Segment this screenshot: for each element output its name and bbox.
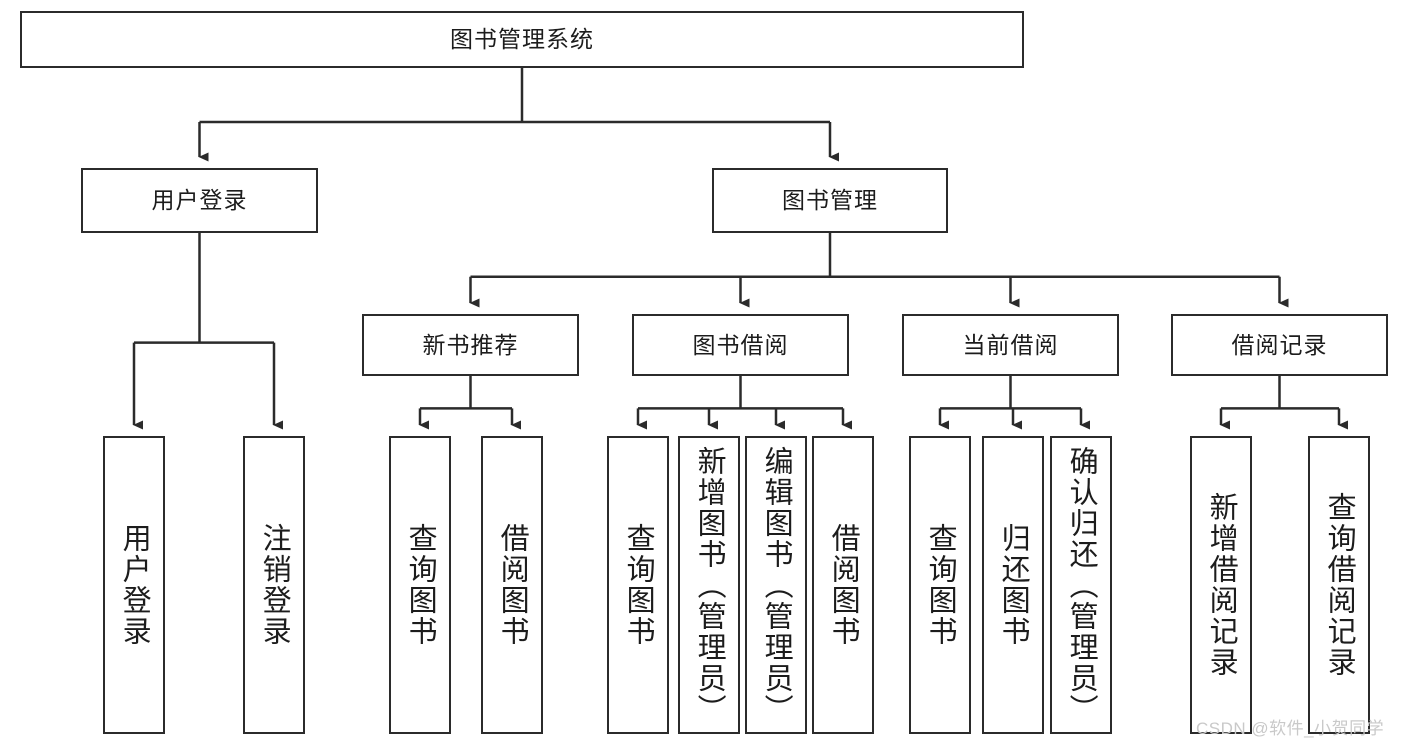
node-label: 借阅记录	[1231, 331, 1328, 358]
node-leaf-bw-add[interactable]: 新增图书（管理员）	[678, 436, 740, 734]
node-leaf-nb-query[interactable]: 查询图书	[389, 436, 451, 734]
node-label: 编辑图书（管理员）	[760, 445, 793, 725]
node-leaf-user-logout[interactable]: 注销登录	[243, 436, 305, 734]
node-label: 用户登录	[151, 187, 248, 213]
node-login[interactable]: 用户登录	[81, 168, 318, 233]
node-label: 归还图书	[997, 523, 1030, 647]
node-bookmgmt[interactable]: 图书管理	[712, 168, 948, 233]
node-borrow[interactable]: 图书借阅	[632, 314, 849, 376]
node-label: 查询图书	[622, 523, 655, 647]
node-label: 注销登录	[258, 523, 291, 647]
node-label: 当前借阅	[962, 331, 1059, 358]
node-root[interactable]: 图书管理系统	[20, 11, 1024, 68]
node-leaf-bw-query[interactable]: 查询图书	[607, 436, 669, 734]
node-leaf-user-login[interactable]: 用户登录	[103, 436, 165, 734]
node-leaf-rc-add[interactable]: 新增借阅记录	[1190, 436, 1252, 734]
node-label: 借阅图书	[827, 523, 860, 647]
node-leaf-rc-query[interactable]: 查询借阅记录	[1308, 436, 1370, 734]
node-label: 查询图书	[924, 523, 957, 647]
node-leaf-cb-return[interactable]: 归还图书	[982, 436, 1044, 734]
node-leaf-bw-edit[interactable]: 编辑图书（管理员）	[745, 436, 807, 734]
node-label: 借阅图书	[496, 523, 529, 647]
node-label: 用户登录	[118, 523, 151, 647]
node-leaf-cb-confirm[interactable]: 确认归还（管理员）	[1050, 436, 1112, 734]
node-leaf-cb-query[interactable]: 查询图书	[909, 436, 971, 734]
watermark-text: CSDN @软件_小贺同学	[1196, 719, 1385, 738]
node-leaf-bw-borrow[interactable]: 借阅图书	[812, 436, 874, 734]
node-label: 图书管理	[782, 187, 878, 213]
node-newbooks[interactable]: 新书推荐	[362, 314, 579, 376]
node-label: 新增借阅记录	[1205, 492, 1238, 678]
node-label: 新增图书（管理员）	[693, 445, 726, 725]
node-label: 查询借阅记录	[1323, 492, 1356, 678]
node-label: 图书借阅	[692, 331, 789, 358]
node-label: 确认归还（管理员）	[1065, 445, 1098, 725]
node-label: 查询图书	[404, 523, 437, 647]
node-label: 新书推荐	[422, 331, 519, 358]
node-leaf-nb-borrow[interactable]: 借阅图书	[481, 436, 543, 734]
node-current[interactable]: 当前借阅	[902, 314, 1119, 376]
node-label: 图书管理系统	[450, 26, 594, 52]
node-records[interactable]: 借阅记录	[1171, 314, 1388, 376]
